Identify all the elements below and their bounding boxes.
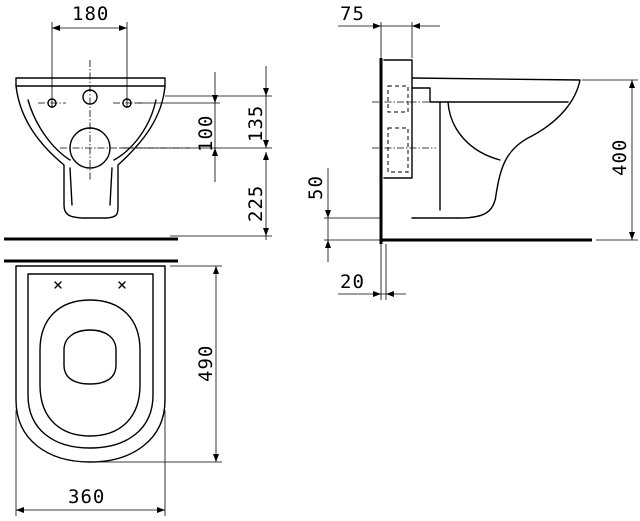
arrow-490-bottom — [213, 454, 219, 462]
fixing-bolt-upper — [387, 85, 409, 113]
dim-label-360: 360 — [68, 486, 105, 508]
side-view: 75 50 20 400 — [305, 3, 638, 300]
plan-hole-right — [118, 281, 126, 289]
dim-label-75: 75 — [340, 3, 365, 25]
arrow-360-left — [16, 507, 24, 513]
arrow-135-bottom — [263, 140, 269, 148]
arrow-490-top — [213, 266, 219, 274]
arrow-50-top — [325, 210, 331, 218]
fixing-bolt-lower — [387, 127, 409, 173]
front-bowl-inner — [27, 99, 157, 161]
side-rim-top — [411, 87, 569, 103]
arrow-360-right — [157, 507, 165, 513]
arrow-135-top — [263, 88, 269, 96]
arrow-225-bottom — [263, 228, 269, 236]
front-view: 180 100 135 225 — [15, 3, 272, 240]
dim-label-225: 225 — [245, 185, 267, 222]
arrow-100-top — [212, 95, 218, 103]
plan-bowl-opening — [39, 299, 141, 437]
arrow-75-left — [373, 23, 381, 29]
dim-label-180: 180 — [72, 3, 109, 25]
dim-label-400: 400 — [609, 139, 631, 176]
front-trap — [69, 167, 113, 206]
arrow-75-right — [412, 23, 420, 29]
plan-hole-left — [54, 281, 62, 289]
dim-label-100: 100 — [195, 115, 217, 152]
dim-label-20: 20 — [340, 271, 365, 293]
side-bowl-outline — [411, 77, 581, 219]
arrow-100-bottom — [212, 148, 218, 156]
arrow-20-left — [373, 291, 381, 297]
plan-water-area — [63, 329, 117, 385]
plan-rim-inner — [27, 273, 154, 449]
plan-bowl-outline — [15, 265, 166, 463]
mounting-bracket — [383, 59, 413, 179]
front-bowl-outline — [15, 85, 166, 219]
dim-label-135: 135 — [245, 105, 267, 142]
dim-label-50: 50 — [305, 175, 327, 200]
arrow-180-right — [119, 25, 127, 31]
arrow-400-bottom — [629, 232, 635, 240]
plan-view: 490 360 — [4, 259, 222, 516]
arrow-400-top — [629, 80, 635, 88]
arrow-225-top — [263, 152, 269, 160]
dim-label-490: 490 — [195, 345, 217, 382]
arrow-50-bottom — [325, 240, 331, 248]
side-inner-bowl — [439, 101, 501, 211]
arrow-180-left — [52, 25, 60, 31]
front-rim — [15, 77, 166, 87]
arrow-20-right — [386, 291, 394, 297]
